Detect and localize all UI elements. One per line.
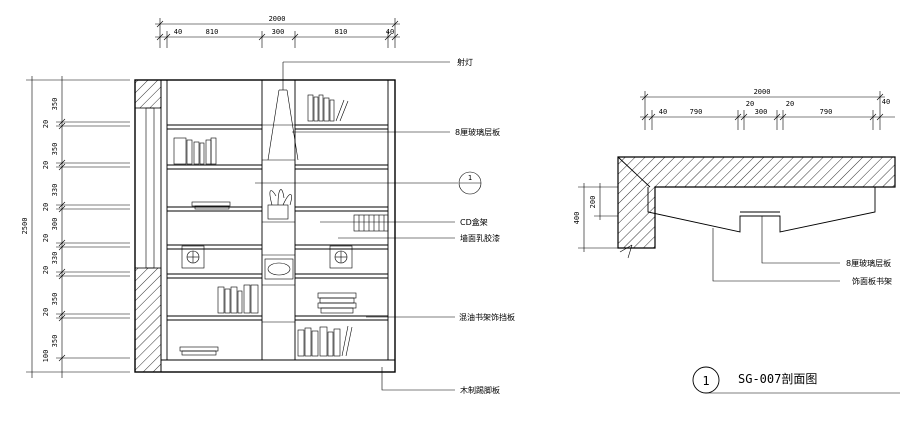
dim-left-frame: 40	[174, 28, 182, 36]
elevation-callouts: 射灯 8厘玻璃层板 CD盒架 墙面乳胶漆 混油书架饰挡板 木制踢脚板	[292, 57, 515, 395]
dim-row: 350	[51, 293, 59, 306]
section-dim-right-bay: 790	[820, 108, 833, 116]
dimension-slash	[58, 354, 66, 362]
callout-baseboard: 木制踢脚板	[460, 385, 500, 395]
decorative-box-left	[181, 245, 205, 269]
section-top-dimensions: 2000 40 790 20 300 20 790 40	[640, 88, 895, 130]
section-callout-glass-shelf: 8厘玻璃层板	[846, 258, 891, 268]
dimension-slash	[58, 239, 66, 247]
dim-left-bay: 810	[206, 28, 219, 36]
book-stack	[317, 292, 357, 314]
book-stack	[191, 201, 231, 210]
book-stack	[307, 94, 349, 122]
dim-right-bay: 810	[335, 28, 348, 36]
section-wall	[617, 156, 896, 259]
elevation-top-dimensions: 2000 40 810 300 810 40	[155, 15, 400, 48]
dimension-slash	[58, 122, 66, 130]
section-dim-left-frame: 40	[659, 108, 667, 116]
section-marker: 1	[255, 171, 482, 195]
section-dim-center: 300	[755, 108, 768, 116]
callout-glass-shelf: 8厘玻璃层板	[455, 127, 500, 137]
dim-row: 350	[51, 98, 59, 111]
bookcase-frame	[134, 79, 396, 373]
book-stack	[217, 284, 259, 314]
section-dim-left-bay: 790	[690, 108, 703, 116]
section-view: 2000 40 790 20 300 20 790 40 400 200	[573, 88, 900, 394]
dimension-slash	[58, 314, 66, 322]
callout-wall-paint: 墙面乳胶漆	[460, 233, 500, 243]
dim-row: 330	[51, 252, 59, 265]
callout-bookcase-panel: 混油书架饰挡板	[459, 312, 515, 322]
dimension-slash	[58, 159, 66, 167]
dim-row: 20	[42, 308, 50, 316]
drawing-title-text: SG-007剖面图	[738, 372, 817, 386]
book-stack	[179, 346, 219, 356]
section-marker-number: 1	[468, 174, 472, 182]
section-callout-bookcase: 饰面板书架	[852, 276, 892, 286]
dimension-slash	[58, 118, 66, 126]
dimension-slash	[58, 310, 66, 318]
book-stack	[297, 325, 353, 357]
dimension-slash	[58, 268, 66, 276]
section-dim-gap-right: 20	[786, 100, 794, 108]
section-dim-total: 2000	[754, 88, 771, 96]
dim-row: 350	[51, 335, 59, 348]
spotlight	[267, 61, 450, 161]
section-shelf-profile	[647, 187, 876, 233]
callout-spotlight: 射灯	[457, 57, 473, 67]
section-dim-right-frame: 40	[882, 98, 890, 106]
section-dim-gap-left: 20	[746, 100, 754, 108]
elevation-left-dimensions: 2500 350 20 350 20 330 20 300 20 330 20 …	[21, 76, 130, 378]
dim-center-bay: 300	[272, 28, 285, 36]
drawing-title-number: 1	[702, 374, 709, 388]
dim-row: 20	[42, 120, 50, 128]
elevation-view: 2000 40 810 300 810 40 2500 350 20 350 2…	[21, 15, 515, 395]
dimension-slash	[58, 163, 66, 171]
dimension-slash	[58, 272, 66, 280]
dim-total-height: 2500	[21, 218, 29, 235]
dim-right-frame: 40	[386, 28, 394, 36]
plant-decoration	[267, 189, 292, 220]
dim-row: 20	[42, 266, 50, 274]
section-left-dimensions: 400 200	[573, 183, 618, 252]
decorative-box-right	[329, 245, 353, 269]
basket-decoration	[264, 258, 294, 280]
section-dim-depth: 400	[573, 212, 581, 225]
cd-rack	[353, 214, 389, 232]
dim-row: 20	[42, 234, 50, 242]
dim-row: 350	[51, 143, 59, 156]
book-stack	[173, 137, 217, 165]
dimension-slash	[58, 205, 66, 213]
dim-row: 20	[42, 203, 50, 211]
drawing-title: 1 SG-007剖面图	[692, 366, 900, 394]
dim-row: 20	[42, 161, 50, 169]
dim-total-width: 2000	[269, 15, 286, 23]
section-dim-shelf: 200	[589, 196, 597, 209]
dimension-slash	[58, 201, 66, 209]
dim-row: 330	[51, 184, 59, 197]
callout-cd-rack: CD盒架	[460, 217, 488, 227]
dim-row: 100	[42, 350, 50, 363]
dimension-slash	[58, 243, 66, 251]
dim-row: 300	[51, 218, 59, 231]
section-callouts: 8厘玻璃层板 饰面板书架	[712, 216, 892, 286]
